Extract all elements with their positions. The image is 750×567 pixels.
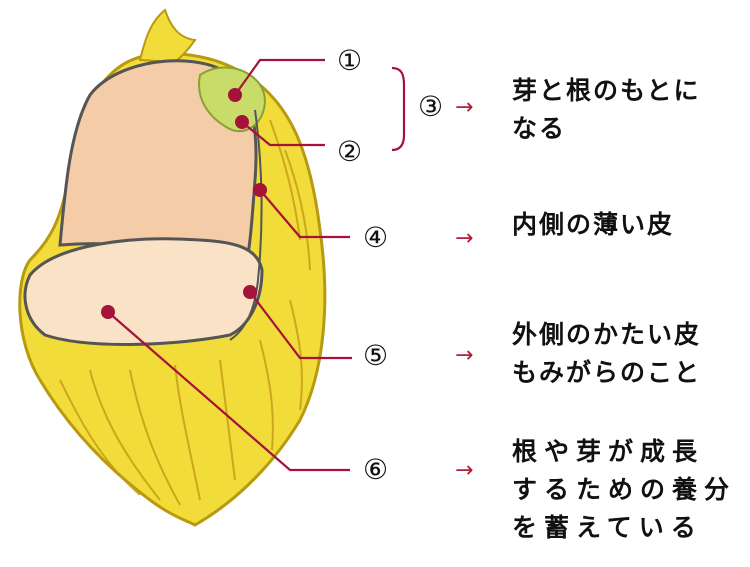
marker-5: ⑤	[363, 339, 389, 372]
description-4-line-1: 内側の薄い皮	[512, 210, 675, 239]
description-6-line-3: を蓄えている	[512, 513, 703, 542]
description-3-line-2: なる	[512, 114, 567, 143]
marker-2: ②	[337, 135, 363, 168]
description-6: 根や芽が成長 するための養分 を蓄えている	[512, 433, 736, 547]
marker-6: ⑥	[363, 453, 389, 486]
arrow-4: →	[455, 226, 474, 251]
grain-tip	[138, 8, 197, 64]
inner-membrane	[229, 109, 263, 341]
marker-dots	[101, 88, 267, 319]
arrow-5: →	[455, 343, 474, 368]
description-3-line-1: 芽と根のもとに	[512, 76, 701, 105]
description-6-line-2: するための養分	[512, 475, 737, 504]
leader-lines	[107, 58, 352, 472]
marker-4: ④	[363, 221, 389, 254]
arrow-6: →	[455, 458, 474, 483]
description-5-line-2: もみがらのこと	[512, 358, 702, 387]
husk-texture	[59, 119, 311, 506]
description-5-line-1: 外側のかたい皮	[512, 320, 702, 349]
endosperm-shape	[23, 237, 264, 346]
marker-1: ①	[337, 44, 363, 77]
description-4: 内側の薄い皮	[512, 206, 674, 244]
inner-kernel	[58, 59, 258, 273]
marker-3: ③	[418, 90, 444, 123]
description-5: 外側のかたい皮 もみがらのこと	[512, 316, 701, 392]
description-3: 芽と根のもとに なる	[512, 72, 701, 148]
arrow-3: →	[455, 95, 474, 120]
bracket-1-2	[391, 66, 406, 152]
description-6-line-1: 根や芽が成長	[512, 437, 705, 466]
